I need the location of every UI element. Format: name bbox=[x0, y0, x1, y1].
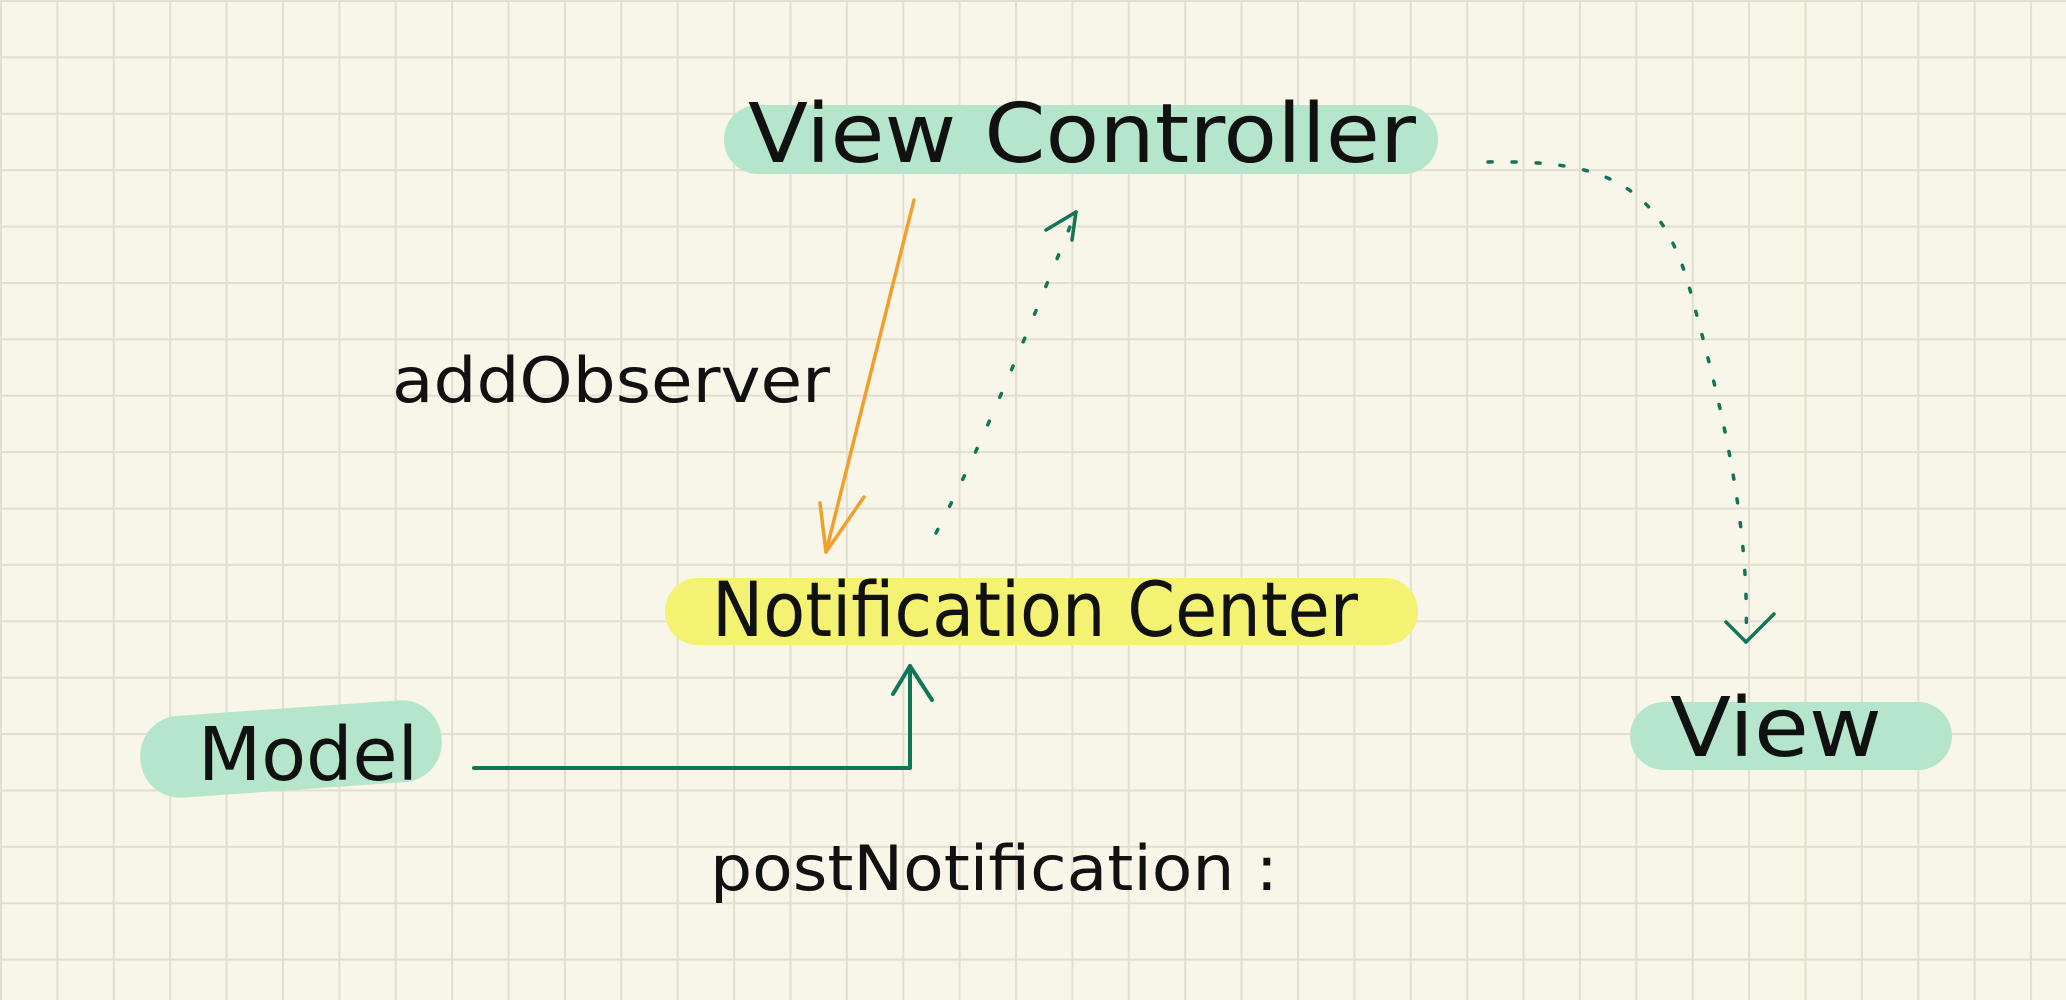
notify-controller-dotted-arrow bbox=[934, 210, 1078, 535]
view-highlight bbox=[1630, 702, 1952, 770]
post-notification-arrow bbox=[472, 664, 934, 770]
view-controller-highlight bbox=[724, 105, 1438, 174]
model-label: Model bbox=[198, 712, 418, 798]
model-highlight bbox=[140, 700, 442, 798]
view-controller-label: View Controller bbox=[748, 87, 1416, 182]
view-label: View bbox=[1670, 681, 1882, 776]
add-observer-arrow bbox=[818, 198, 916, 554]
notification-center-label: Notification Center bbox=[712, 565, 1359, 654]
add-observer-label: addObserver bbox=[392, 344, 831, 417]
update-view-dotted-arrow bbox=[1486, 160, 1776, 644]
post-notification-label: postNotification : bbox=[710, 832, 1278, 905]
notification-center-highlight bbox=[665, 578, 1418, 645]
